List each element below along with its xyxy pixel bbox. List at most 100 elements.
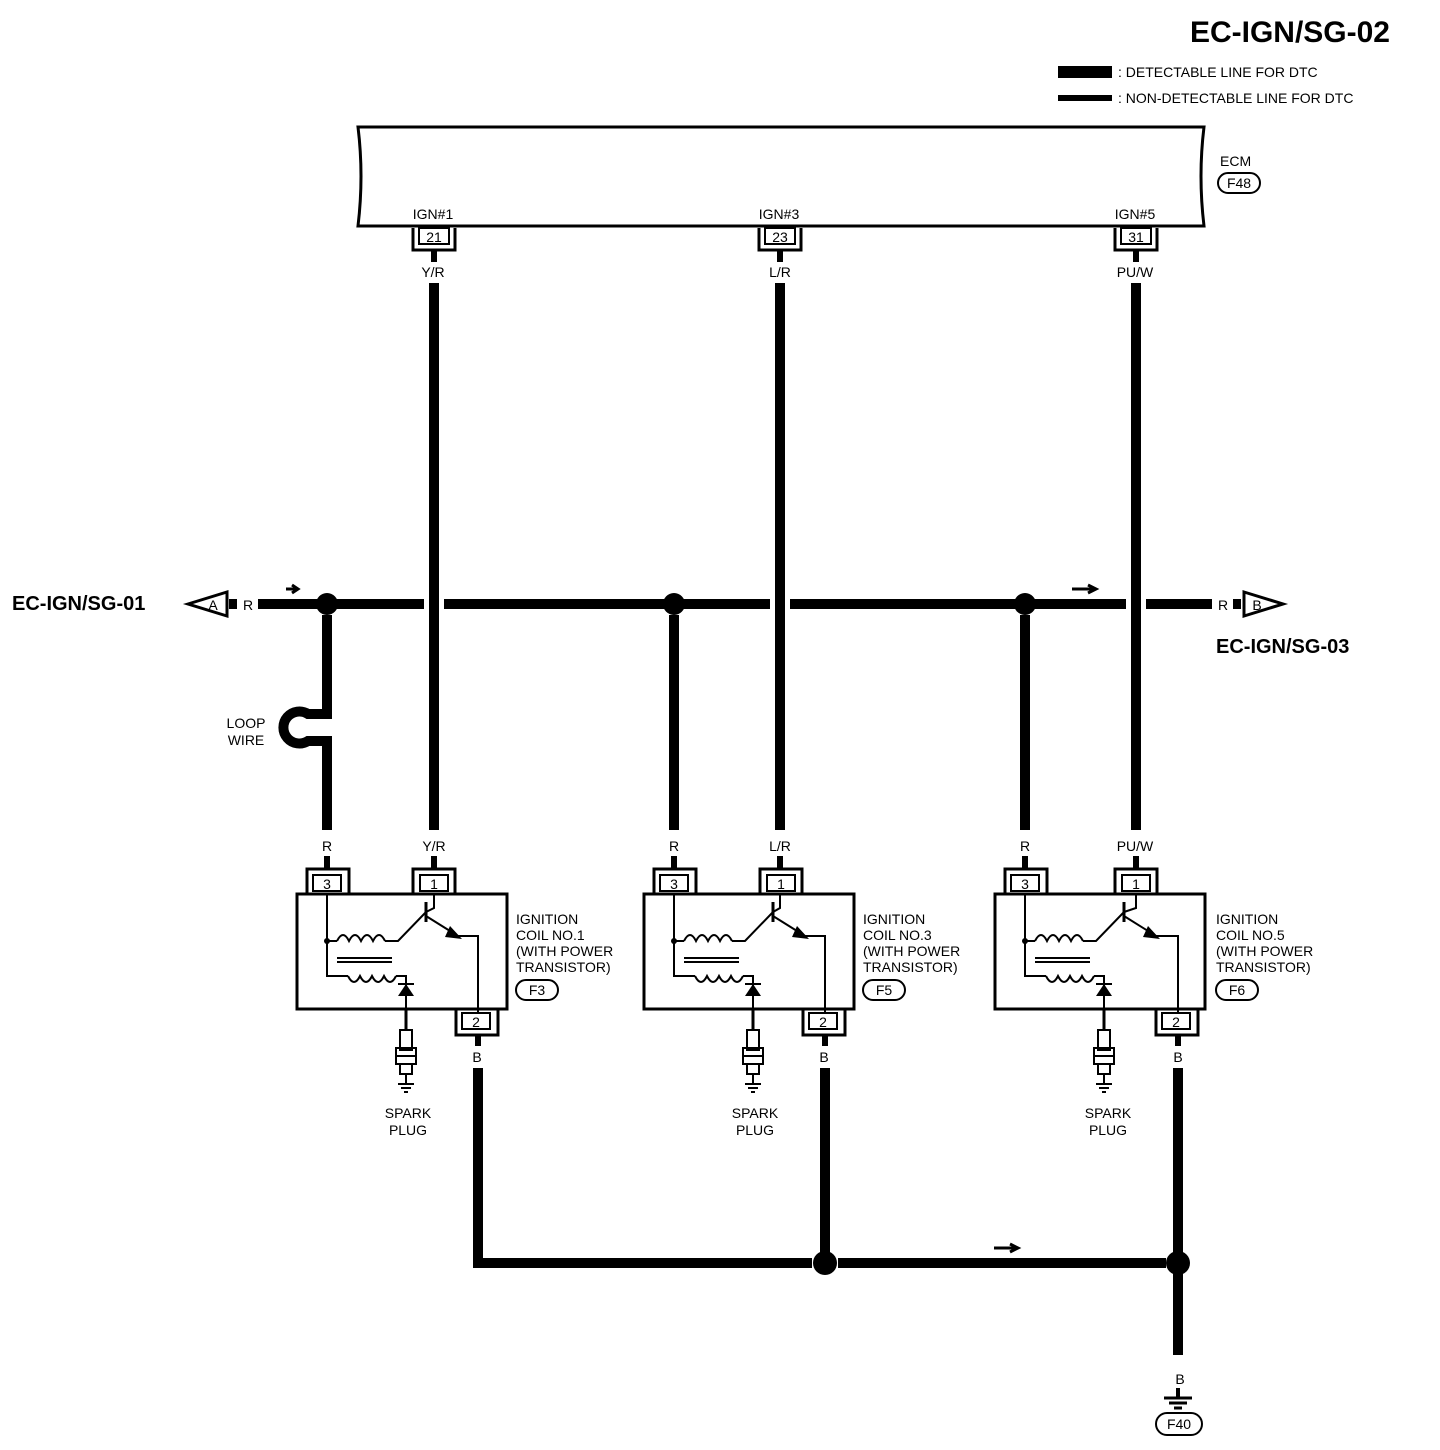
ecm-terminal-name: IGN#5 [1115, 206, 1156, 222]
pin-box [808, 1012, 838, 1030]
transistor-emitter-arrow-icon [445, 926, 462, 939]
pin-number: 31 [1128, 229, 1144, 245]
pin-number: 23 [772, 229, 788, 245]
ref-pin-icon [1233, 599, 1241, 609]
internal-wire [743, 975, 754, 986]
secondary-coil-icon [1045, 973, 1095, 983]
loop-wire-label: WIRE [228, 732, 265, 748]
legend: : DETECTABLE LINE FOR DTC : NON-DETECTAB… [1058, 64, 1353, 106]
ecm-terminal-name: IGN#3 [759, 206, 800, 222]
loop-wire-label: LOOP [227, 715, 266, 731]
coil-name-label: COIL NO.5 [1216, 927, 1285, 943]
pin-number: 1 [1132, 876, 1140, 892]
ignition-coil-5: R PU/W 3 1 2 B [993, 838, 1313, 1138]
spark-plug-icon [742, 1009, 764, 1093]
loop-wire: LOOP WIRE [227, 700, 332, 752]
pin-number: 21 [426, 229, 442, 245]
left-page-ref-label[interactable]: EC-IGN/SG-01 [12, 593, 145, 615]
transistor-emitter-arrow-icon [1143, 926, 1160, 939]
wire-color-label: R [322, 838, 332, 854]
ground-wire-label: B [1175, 1371, 1184, 1387]
wire-color-label: L/R [769, 838, 791, 854]
internal-wire [772, 915, 826, 1012]
coil-connector-badge [515, 979, 559, 1001]
spark-plug-label: PLUG [1089, 1122, 1127, 1138]
coil-connector-badge [1215, 979, 1259, 1001]
non-detectable-line-swatch [1058, 95, 1112, 101]
ecm-unit: ECM F48 [356, 125, 1261, 228]
coil-name-label: IGNITION [863, 911, 925, 927]
pin-box [418, 227, 450, 245]
connector-outline [1113, 867, 1159, 894]
right-ref-letter: B [1252, 597, 1261, 613]
pin-box [1010, 874, 1040, 892]
right-off-page-ref[interactable]: R B EC-IGN/SG-03 [1216, 589, 1349, 658]
internal-wire [385, 911, 427, 942]
ecm-terminal-ign1: IGN#1 21 Y/R [411, 206, 457, 280]
coil-body [993, 892, 1207, 1011]
spark-plug-icon [395, 1009, 417, 1093]
flow-arrow-icon [1072, 583, 1100, 595]
spark-plug-label: SPARK [1085, 1105, 1132, 1121]
coil-body [642, 892, 856, 1011]
ground-connector-badge [1155, 1412, 1203, 1436]
pin-box [764, 227, 796, 245]
coil-connector-badge [862, 979, 906, 1001]
secondary-coil-icon [347, 973, 397, 983]
pin-number: 3 [670, 876, 678, 892]
primary-coil-icon [683, 934, 733, 944]
pin-box [1120, 227, 1152, 245]
pin-number: 3 [1021, 876, 1029, 892]
right-page-ref-label[interactable]: EC-IGN/SG-03 [1216, 636, 1349, 658]
pin-box [659, 874, 689, 892]
pin-number: 3 [323, 876, 331, 892]
coil-connector-id: F3 [529, 982, 546, 998]
coil-name-label: (WITH POWER [516, 943, 613, 959]
primary-coil-icon [336, 934, 386, 944]
wire-color-label: R [1020, 838, 1030, 854]
ground-symbol-icon [1164, 1388, 1192, 1410]
ecm-terminal-name: IGN#1 [413, 206, 454, 222]
secondary-coil-icon [694, 973, 744, 983]
junction-dot [663, 593, 685, 615]
spark-plug-label: SPARK [385, 1105, 432, 1121]
internal-wire [673, 894, 695, 977]
flow-arrow-icon [994, 1242, 1022, 1254]
legend-detectable-label: : DETECTABLE LINE FOR DTC [1118, 64, 1318, 80]
ecm-terminal-ign3: IGN#3 23 L/R [757, 206, 803, 280]
diode-icon [398, 984, 414, 996]
spark-plug-label: PLUG [389, 1122, 427, 1138]
internal-wire [732, 911, 774, 942]
junction-dot [316, 593, 338, 615]
ground-bus: B F40 [473, 1068, 1203, 1436]
internal-wire [425, 894, 435, 913]
wire-color-label: Y/R [421, 264, 444, 280]
coil-name-label: COIL NO.1 [516, 927, 585, 943]
coil-name-label: TRANSISTOR) [516, 959, 611, 975]
pin-box [766, 874, 796, 892]
diode-icon [1096, 984, 1112, 996]
junction-dot [1014, 593, 1036, 615]
left-ref-letter: A [208, 597, 218, 613]
connector-outline [652, 867, 698, 894]
internal-wire [396, 975, 407, 986]
connector-outline [305, 867, 351, 894]
ground-connector-id: F40 [1167, 1416, 1191, 1432]
left-off-page-ref[interactable]: EC-IGN/SG-01 A R [12, 589, 253, 619]
pin-number: 1 [777, 876, 785, 892]
right-ref-wire: R [1218, 597, 1228, 613]
connector-outline [1003, 867, 1049, 894]
internal-wire [326, 894, 348, 977]
wire-color-label: B [472, 1049, 481, 1065]
wire-color-label: PU/W [1117, 264, 1154, 280]
flow-arrow-icon [286, 583, 301, 595]
internal-wire [1123, 915, 1179, 1012]
pin-number: 2 [1172, 1014, 1180, 1030]
internal-wire [1024, 894, 1046, 977]
ecm-box [356, 125, 1206, 228]
right-ref-triangle-icon [1242, 589, 1289, 619]
loop-wire-icon [278, 700, 332, 752]
pin-number: 1 [430, 876, 438, 892]
pin-box [461, 1012, 491, 1030]
